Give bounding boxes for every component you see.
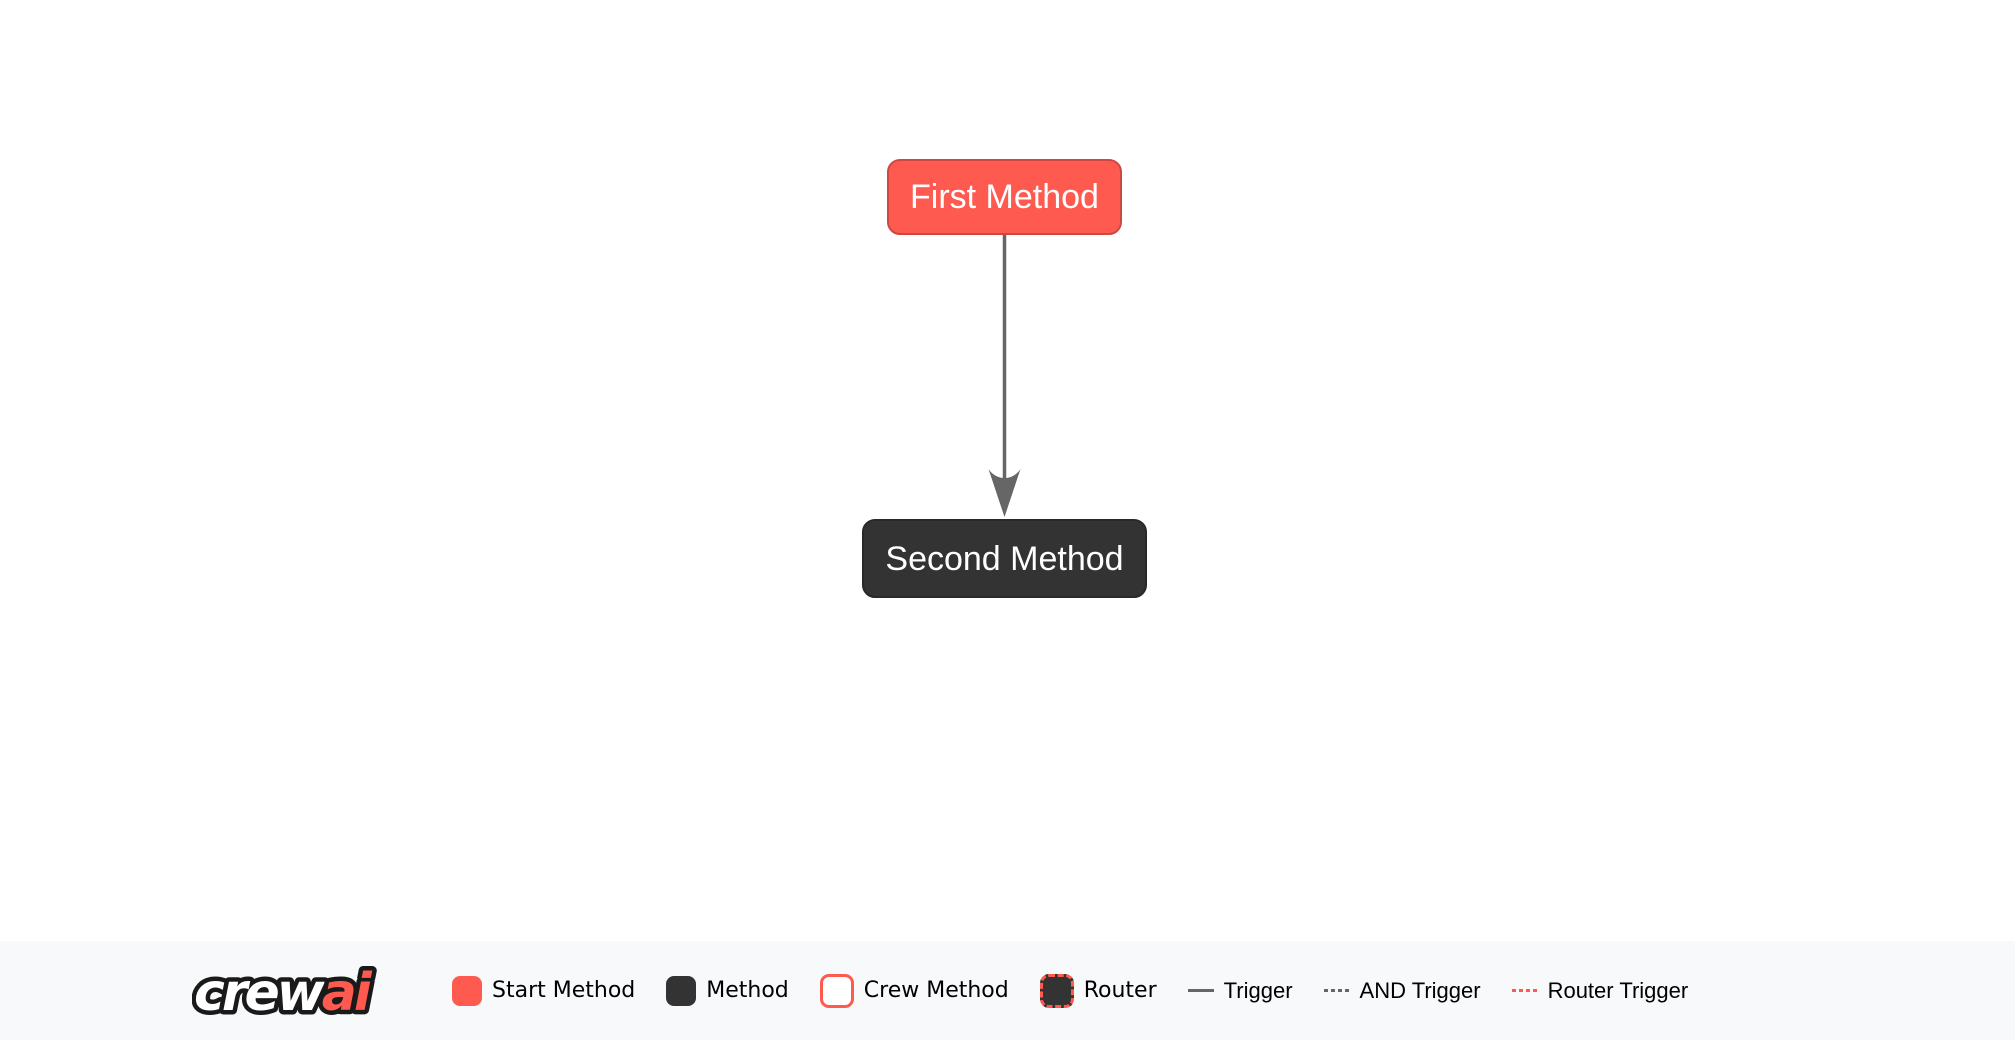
arrowhead-icon (988, 469, 1021, 517)
method-swatch-icon (666, 975, 697, 1006)
legend-item-router-trigger: Router Trigger (1511, 977, 1689, 1004)
trigger-edge (988, 235, 1021, 517)
trigger-line-icon (1187, 989, 1214, 992)
router-swatch-icon (1039, 973, 1074, 1008)
legend-item-crew-method: Crew Method (819, 973, 1009, 1008)
legend-label: Router (1083, 978, 1157, 1003)
legend-item-start-method: Start Method (452, 975, 636, 1006)
start-method-swatch-icon (452, 975, 482, 1006)
legend-item-trigger: Trigger (1187, 977, 1293, 1004)
legend-item-and-trigger: AND Trigger (1323, 977, 1481, 1004)
legend-bar: crewai Start Method Method Crew Method R… (0, 941, 2015, 1040)
and-trigger-line-icon (1323, 989, 1350, 992)
legend-item-method: Method (666, 975, 789, 1006)
legend-label: Crew Method (863, 978, 1009, 1003)
edge-layer (988, 235, 1021, 517)
crewai-logo: crewai (192, 958, 380, 1027)
legend-label: Router Trigger (1547, 977, 1689, 1003)
node-second-method[interactable]: Second Method (862, 519, 1147, 598)
legend-label: AND Trigger (1359, 977, 1481, 1003)
flow-canvas[interactable]: First Method Second Method (0, 0, 2015, 941)
router-trigger-line-icon (1511, 989, 1538, 992)
legend-label: Start Method (492, 978, 636, 1003)
crew-method-swatch-icon (819, 973, 854, 1008)
legend-item-router: Router (1039, 973, 1157, 1008)
node-first-method[interactable]: First Method (887, 159, 1122, 235)
crewai-logo-text: crewai (194, 963, 373, 1023)
legend-label: Method (706, 978, 789, 1003)
legend-label: Trigger (1223, 977, 1293, 1003)
